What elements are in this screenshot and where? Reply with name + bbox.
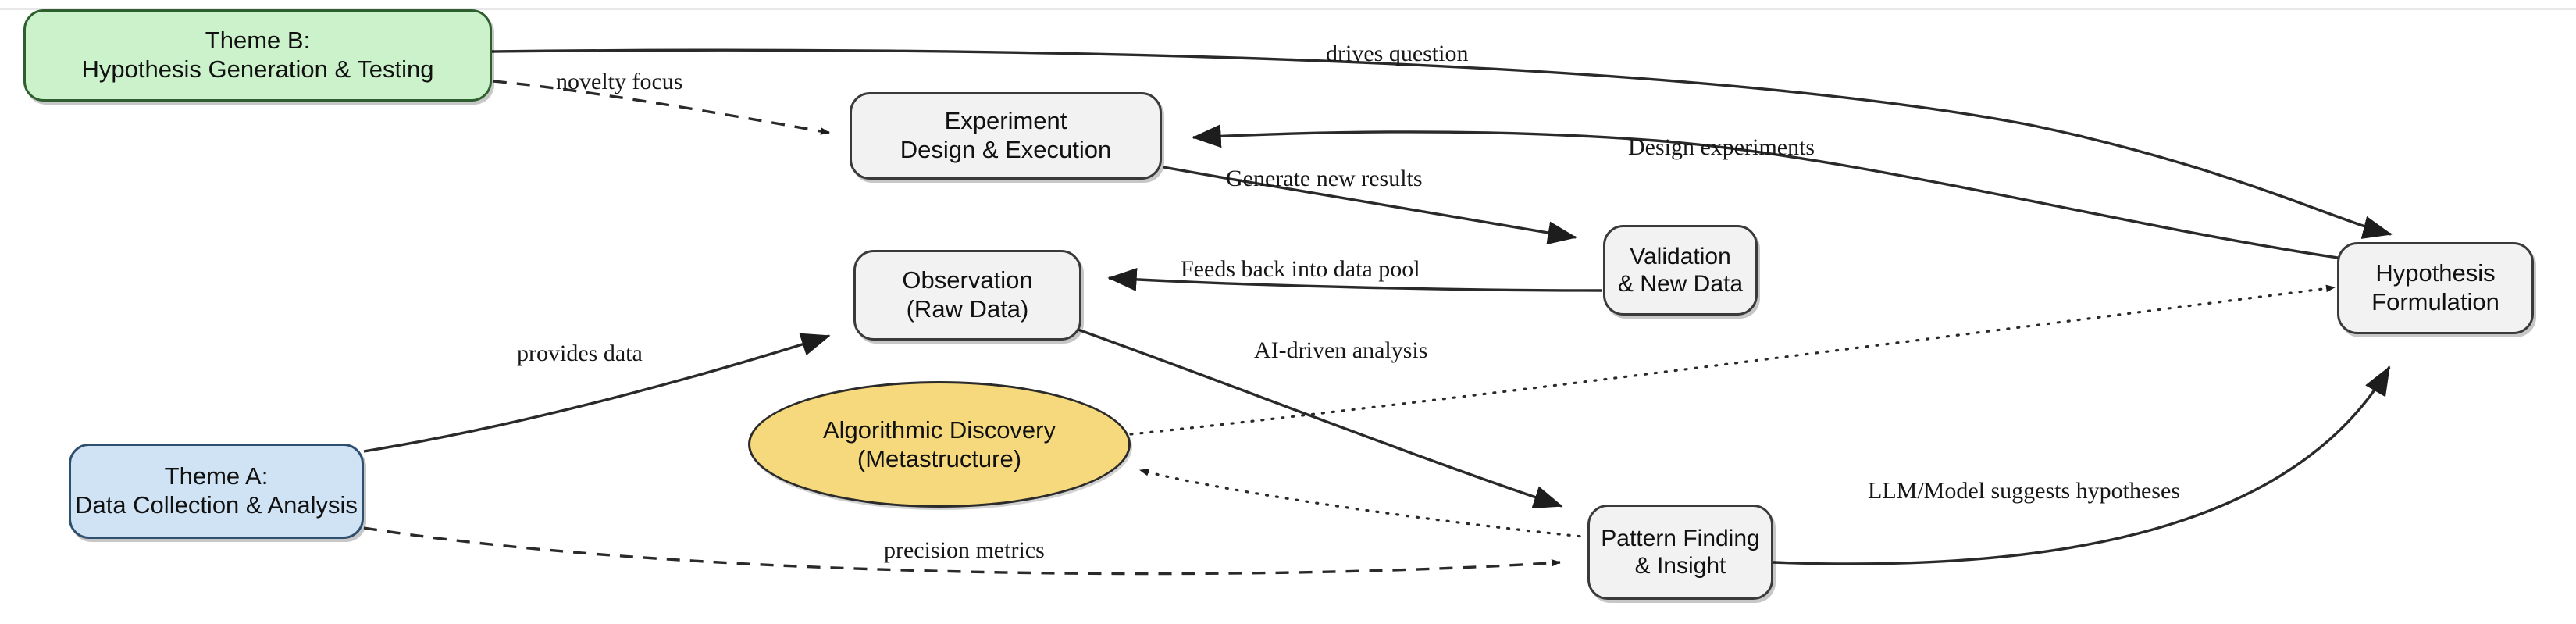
edge-theme-b-to-experiment (493, 80, 830, 135)
edge-label-feeds-back-into-data-pool: Feeds back into data pool (1181, 256, 1420, 282)
node-algorithmic-discovery[interactable]: Algorithmic Discovery (Metastructure) (748, 381, 1131, 508)
edge-experiment-to-validation (1163, 166, 1577, 245)
edge-observation-to-pattern (1073, 326, 1563, 509)
node-hypothesis-line-2: Formulation (2371, 288, 2499, 316)
edge-hypothesis-to-experiment (1192, 124, 2339, 259)
node-observation-line-2: (Raw Data) (906, 295, 1029, 323)
node-validation-line-1: Validation (1630, 243, 1731, 269)
node-algorithmic-discovery-line-1: Algorithmic Discovery (822, 415, 1056, 444)
edge-label-provides-data: provides data (517, 341, 643, 366)
edge-label-ai-driven-analysis: AI-driven analysis (1254, 337, 1428, 363)
edge-label-novelty-focus: novelty focus (556, 69, 683, 94)
node-theme-b-line-2: Hypothesis Generation & Testing (81, 55, 434, 83)
node-observation-raw-data[interactable]: Observation (Raw Data) (853, 250, 1081, 341)
node-theme-a-line-1: Theme A: (164, 462, 269, 490)
edge-label-design-experiments: Design experiments (1628, 134, 1815, 160)
edge-theme-b-to-hypothesis (491, 48, 2393, 239)
node-pattern-finding-line-1: Pattern Finding (1601, 525, 1760, 551)
node-experiment-line-2: Design & Execution (900, 136, 1112, 163)
edge-label-precision-metrics: precision metrics (884, 537, 1045, 563)
node-hypothesis-formulation[interactable]: Hypothesis Formulation (2337, 242, 2534, 334)
node-pattern-finding-line-2: & Insight (1634, 553, 1726, 579)
top-rule-divider (0, 8, 2576, 10)
node-validation-new-data[interactable]: Validation & New Data (1603, 225, 1758, 316)
edge-label-llm-model-suggests-hypotheses: LLM/Model suggests hypotheses (1868, 478, 2180, 504)
node-theme-a-line-2: Data Collection & Analysis (75, 491, 358, 519)
node-observation-line-1: Observation (902, 266, 1033, 294)
edge-label-drives-question: drives question (1326, 41, 1469, 66)
edge-theme-a-to-observation (363, 333, 831, 453)
edge-label-generate-new-results: Generate new results (1226, 166, 1423, 191)
node-hypothesis-line-1: Hypothesis (2375, 259, 2496, 287)
node-experiment-line-1: Experiment (944, 107, 1067, 135)
node-theme-a[interactable]: Theme A: Data Collection & Analysis (69, 444, 364, 539)
edge-theme-a-to-pattern (363, 526, 1561, 576)
node-validation-line-2: & New Data (1617, 271, 1744, 297)
edge-pattern-to-algorithmic (1138, 469, 1591, 539)
node-algorithmic-discovery-line-2: (Metastructure) (857, 445, 1022, 472)
node-experiment-design-execution[interactable]: Experiment Design & Execution (850, 92, 1162, 180)
edge-validation-to-observation (1107, 268, 1603, 292)
node-theme-b-line-1: Theme B: (205, 27, 311, 55)
node-theme-b[interactable]: Theme B: Hypothesis Generation & Testing (23, 9, 492, 102)
node-pattern-finding-insight[interactable]: Pattern Finding & Insight (1587, 505, 1773, 600)
edge-pattern-to-hypothesis (1773, 365, 2391, 565)
